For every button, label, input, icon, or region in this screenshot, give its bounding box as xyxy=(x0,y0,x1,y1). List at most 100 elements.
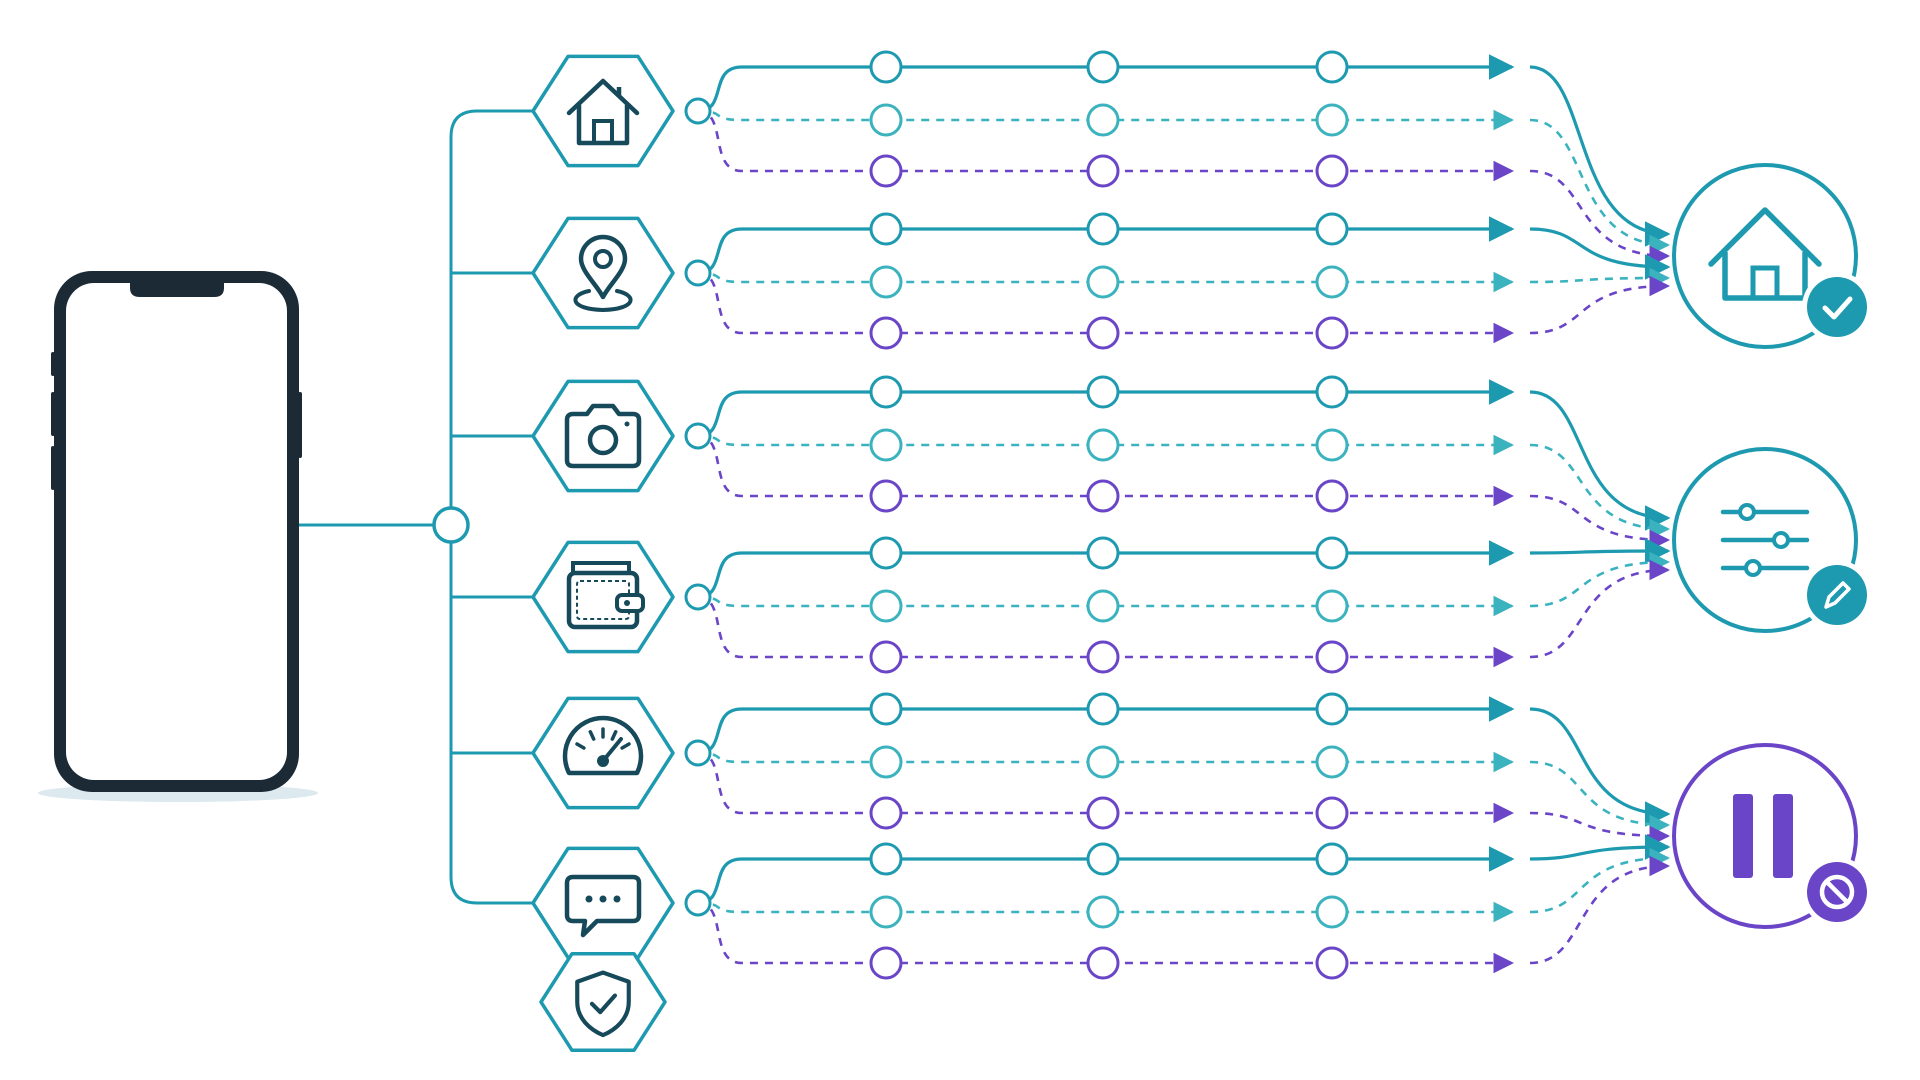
lane-node[interactable] xyxy=(869,375,903,409)
lane-node[interactable] xyxy=(869,640,903,674)
lane-node[interactable] xyxy=(1315,640,1349,674)
gauge-dial xyxy=(562,715,644,776)
lane-node[interactable] xyxy=(1086,103,1120,137)
lane-node[interactable] xyxy=(869,895,903,929)
outcome-badge[interactable] xyxy=(1807,277,1867,337)
lane-node[interactable] xyxy=(1315,265,1349,299)
house-walls xyxy=(576,105,630,146)
category-hexagon[interactable] xyxy=(531,379,675,493)
lane-node[interactable] xyxy=(1086,316,1120,350)
lane-node[interactable] xyxy=(1315,745,1349,779)
lane-node[interactable] xyxy=(1315,895,1349,929)
split-node[interactable] xyxy=(684,739,712,767)
lane-node[interactable] xyxy=(1315,589,1349,623)
lane-node[interactable] xyxy=(1315,375,1349,409)
lane-line xyxy=(697,434,1515,507)
lane-node[interactable] xyxy=(869,103,903,137)
category-hexagon[interactable] xyxy=(531,54,675,168)
category-security xyxy=(539,951,667,1053)
lane-node[interactable] xyxy=(869,316,903,350)
hub-node[interactable] xyxy=(432,506,470,544)
lane-node[interactable] xyxy=(869,536,903,570)
split-node[interactable] xyxy=(684,422,712,450)
lane-node[interactable] xyxy=(1086,895,1120,929)
category-home xyxy=(531,54,675,168)
lane-node[interactable] xyxy=(869,589,903,623)
converge-line xyxy=(1529,169,1671,267)
lane-node[interactable] xyxy=(1086,154,1120,188)
pin-body xyxy=(578,234,628,300)
lane-node[interactable] xyxy=(1086,842,1120,876)
category-hexagon[interactable] xyxy=(539,951,667,1053)
speedometer-icon xyxy=(562,715,644,776)
lane-node[interactable] xyxy=(1086,946,1120,980)
lane-node[interactable] xyxy=(1315,842,1349,876)
chat-dot xyxy=(613,895,621,903)
outcome-adjust xyxy=(1672,447,1872,633)
lane-node[interactable] xyxy=(1315,50,1349,84)
outcome-house-walls xyxy=(1722,252,1808,301)
phone-button-left xyxy=(51,352,55,376)
lane-node[interactable] xyxy=(1086,265,1120,299)
lane-node[interactable] xyxy=(1086,375,1120,409)
split-node[interactable] xyxy=(684,889,712,917)
lane-node[interactable] xyxy=(1086,428,1120,462)
lane-node[interactable] xyxy=(869,745,903,779)
lane-node[interactable] xyxy=(1315,536,1349,570)
lane-node[interactable] xyxy=(869,796,903,830)
lane-node[interactable] xyxy=(1086,745,1120,779)
lane-node[interactable] xyxy=(869,50,903,84)
lane-node[interactable] xyxy=(1086,796,1120,830)
lane-node[interactable] xyxy=(869,842,903,876)
category-hexagon[interactable] xyxy=(531,216,675,330)
converge-line xyxy=(1529,227,1671,280)
outcome-house-roof xyxy=(1708,207,1822,267)
category-hexagon[interactable] xyxy=(531,540,675,654)
lane-node[interactable] xyxy=(1086,692,1120,726)
lane-node[interactable] xyxy=(869,692,903,726)
category-hexagon[interactable] xyxy=(531,696,675,810)
lane-node[interactable] xyxy=(869,479,903,513)
pause-icon xyxy=(1733,794,1793,878)
lane-node[interactable] xyxy=(1315,692,1349,726)
lane-node[interactable] xyxy=(1086,50,1120,84)
lane-node[interactable] xyxy=(869,212,903,246)
pin-dot xyxy=(593,249,613,269)
gauge-hub xyxy=(597,755,609,767)
lane-node[interactable] xyxy=(869,428,903,462)
converge-line xyxy=(1529,551,1671,608)
camera-lens xyxy=(587,424,619,456)
lane-node[interactable] xyxy=(1315,479,1349,513)
lane-group-location xyxy=(684,212,1671,350)
lane-node[interactable] xyxy=(869,265,903,299)
lane-node[interactable] xyxy=(1315,212,1349,246)
lane-line xyxy=(697,751,1515,773)
outcome-badge[interactable] xyxy=(1807,565,1867,625)
phone-notch xyxy=(130,282,224,297)
lane-node[interactable] xyxy=(869,154,903,188)
split-node[interactable] xyxy=(684,97,712,125)
lane-node[interactable] xyxy=(1086,640,1120,674)
lane-node[interactable] xyxy=(1315,796,1349,830)
category-hexagon[interactable] xyxy=(531,846,675,960)
lane-node[interactable] xyxy=(869,946,903,980)
lane-line xyxy=(697,751,1515,824)
lane-node[interactable] xyxy=(1315,103,1349,137)
wallet-icon xyxy=(566,561,645,630)
lane-node[interactable] xyxy=(1315,946,1349,980)
lane-node[interactable] xyxy=(1315,154,1349,188)
converge-line xyxy=(1529,443,1671,540)
split-node[interactable] xyxy=(684,583,712,611)
chat-dot xyxy=(599,895,607,903)
lane-node[interactable] xyxy=(1086,589,1120,623)
split-node[interactable] xyxy=(684,259,712,287)
outcome-allowed xyxy=(1672,163,1872,349)
lane-node[interactable] xyxy=(1315,428,1349,462)
pause-bar-left xyxy=(1733,794,1753,878)
slider-knob xyxy=(1744,559,1762,577)
lane-node[interactable] xyxy=(1086,212,1120,246)
converge-line xyxy=(1529,847,1671,914)
lane-node[interactable] xyxy=(1086,479,1120,513)
lane-node[interactable] xyxy=(1315,316,1349,350)
lane-node[interactable] xyxy=(1086,536,1120,570)
